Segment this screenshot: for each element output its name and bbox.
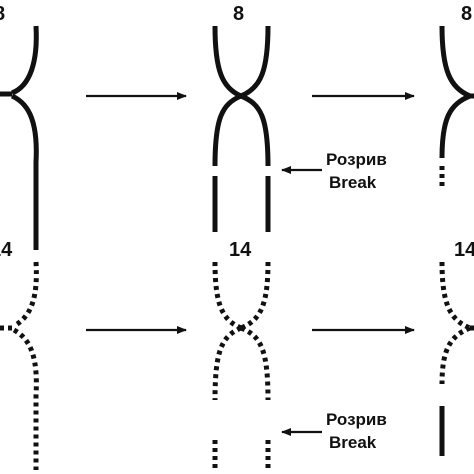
chromosome-8-right — [439, 25, 474, 159]
break-label-en-bottom: Break — [329, 433, 377, 452]
chromosome-14-right — [439, 261, 474, 385]
break-label-en-top: Break — [329, 173, 377, 192]
label-14-left: 14 — [0, 239, 13, 261]
break-label-ua-top: Розрив — [326, 150, 387, 169]
break-label-ua-bottom: Розрив — [326, 410, 387, 429]
break-gap-top — [208, 166, 276, 176]
chromosome-14-center — [212, 261, 271, 470]
chromosome-8-center — [212, 25, 271, 232]
label-8-center: 8 — [233, 3, 244, 25]
label-14-right: 14 — [454, 239, 474, 261]
label-14-center: 14 — [229, 239, 252, 261]
label-8-right: 8 — [461, 3, 472, 25]
label-8-left: 8 — [0, 3, 5, 25]
chromosome-14-left — [0, 261, 39, 470]
chromosome-8-intact-left — [0, 25, 39, 250]
